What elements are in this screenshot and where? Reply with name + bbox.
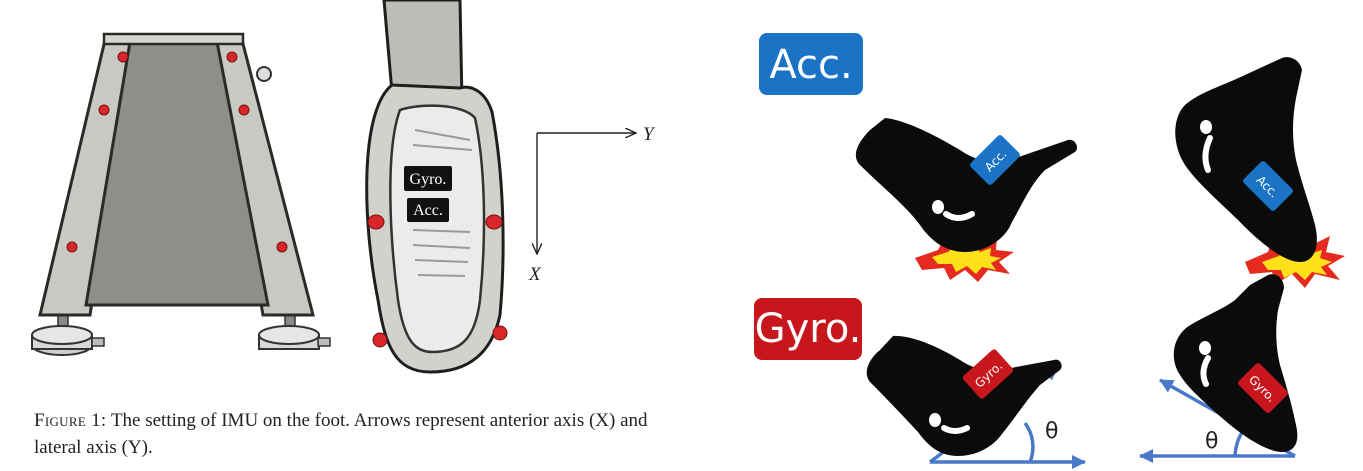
x-axis-label: X — [528, 264, 542, 285]
shoe-upper — [389, 104, 486, 354]
shoe-acc-label: Acc. — [413, 202, 443, 219]
treadmill-markers — [66, 51, 288, 253]
foot-silhouette — [1175, 57, 1317, 263]
foot-silhouette — [866, 335, 1062, 456]
acc-sensor-1: Acc. — [970, 135, 1020, 185]
gyro-foot-toe: Gyro. θ — [1139, 274, 1298, 463]
gyro-foot-heel: Gyro. θ — [866, 335, 1086, 469]
acc-heading-text: Acc. — [769, 42, 852, 88]
acc-heading: Acc. — [759, 33, 863, 95]
gyro-heading: Gyro. — [754, 298, 862, 360]
shoe-acc-tag — [407, 198, 449, 222]
treadmill-base-left — [31, 309, 105, 356]
foot-silhouette — [855, 118, 1078, 252]
gyro-heading-text: Gyro. — [755, 306, 862, 352]
angle-label-4: θ — [1205, 429, 1218, 454]
shoe-illustration: Gyro. Acc. — [365, 0, 508, 374]
figure-caption: Figure 1: The setting of IMU on the foot… — [34, 407, 694, 461]
caption-prefix: Figure 1: — [34, 410, 107, 431]
shoe-markers — [367, 214, 508, 348]
gyro-sensor-1: Gyro. — [962, 349, 1014, 399]
shoe-gyro-tag — [404, 166, 452, 191]
acc-foot-toe-strike: Acc. — [1175, 57, 1345, 288]
treadmill-illustration — [31, 32, 331, 356]
axis-diagram: Y X — [528, 124, 656, 285]
angle-label-3: θ — [1045, 419, 1058, 444]
shoe-gyro-label: Gyro. — [410, 171, 447, 188]
acc-foot-heel-strike: Acc. — [855, 118, 1078, 282]
foot-silhouette — [1173, 274, 1298, 452]
y-axis-label: Y — [643, 124, 656, 145]
shoe-laces — [412, 129, 473, 277]
acc-sensor-2: Acc. — [1243, 161, 1293, 211]
caption-text: The setting of IMU on the foot. Arrows r… — [34, 410, 648, 458]
treadmill-base-right — [258, 309, 331, 350]
angle-arc-3 — [1023, 421, 1035, 463]
